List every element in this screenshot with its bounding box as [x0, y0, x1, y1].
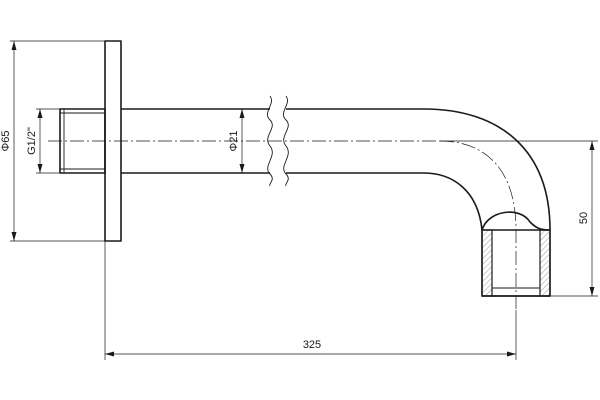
dimension-length [104, 241, 517, 360]
dimension-flange-diameter [10, 40, 105, 242]
label-thread: G1/2" [26, 127, 38, 155]
dimension-height [440, 140, 598, 297]
label-flange-diameter: Φ65 [0, 130, 12, 151]
bend-centerline [439, 140, 517, 310]
pipe-body [121, 95, 424, 187]
label-length: 325 [303, 339, 321, 351]
label-height: 50 [578, 212, 590, 224]
spout-bend [423, 108, 551, 231]
dimension-pipe-diameter [239, 109, 245, 173]
label-pipe-diameter: Φ21 [228, 130, 240, 151]
dimension-thread [36, 108, 60, 174]
